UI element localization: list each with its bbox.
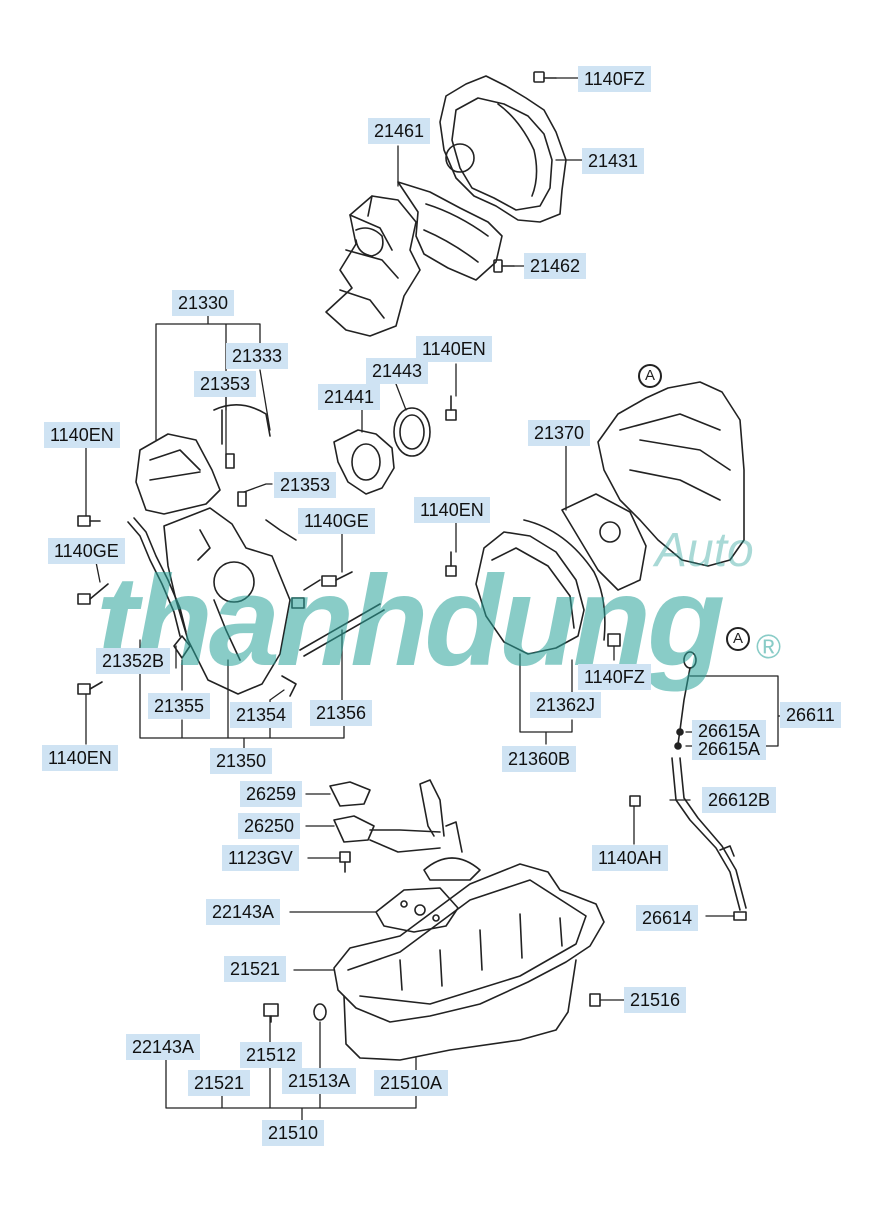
gasket-21513a [313, 1003, 327, 1021]
bolt-1140ah [629, 795, 641, 807]
part-label-21441: 21441 [318, 384, 381, 410]
part-label-1140en-lower: 1140EN [42, 745, 118, 771]
part-label-21353-upper: 21353 [194, 371, 257, 397]
part-label-21443: 21443 [366, 358, 429, 384]
part-label-26612b: 26612B [702, 787, 777, 813]
part-label-21355: 21355 [148, 693, 211, 719]
part-label-22143a-baffle: 22143A [206, 899, 281, 925]
part-label-21510: 21510 [262, 1120, 325, 1146]
part-label-1140fz-right: 1140FZ [578, 664, 651, 690]
part-label-1140ah: 1140AH [592, 845, 668, 871]
part-label-26614: 26614 [636, 905, 699, 931]
watermark-registered-mark: ® [756, 628, 782, 666]
part-label-21431: 21431 [582, 148, 645, 174]
part-label-21370: 21370 [528, 420, 591, 446]
part-label-1140ge-mid: 1140GE [298, 508, 375, 534]
oil-strainer [329, 779, 481, 881]
ref-marker-a-dipstick: A [726, 627, 750, 651]
part-label-21350: 21350 [210, 748, 273, 774]
part-label-21521-group: 21521 [188, 1070, 251, 1096]
bolt-1140en-right [445, 551, 457, 577]
grommet-21355 [173, 635, 191, 659]
part-label-26250: 26250 [238, 813, 301, 839]
part-label-21461: 21461 [368, 118, 431, 144]
timing-cover-right [475, 493, 647, 655]
drain-plug-21512 [263, 1003, 279, 1023]
part-label-26615a-upper: 26615A [692, 720, 767, 742]
grommet-21353-a [225, 453, 235, 469]
bracket-1140ge [265, 519, 297, 541]
part-label-21352b: 21352B [96, 648, 171, 674]
oil-baffle [375, 887, 459, 933]
part-label-21513a: 21513A [282, 1068, 357, 1094]
engine-block-top [325, 195, 421, 337]
grommet-21353-b [237, 491, 247, 507]
rear-cover-plate [439, 75, 567, 223]
part-label-1123gv: 1123GV [222, 845, 299, 871]
part-label-1140fz-top: 1140FZ [578, 66, 651, 92]
timing-belt-cover-lower [163, 507, 291, 695]
part-label-26611: 26611 [780, 702, 841, 728]
bolt-1140ge-mid [291, 571, 353, 609]
part-label-21516: 21516 [624, 987, 687, 1013]
oil-seal-housing [333, 429, 395, 495]
part-label-1140ge-left: 1140GE [48, 538, 125, 564]
cover-gasket-strip [127, 517, 187, 637]
gasket-21333 [213, 404, 271, 445]
bolt-21462 [493, 259, 515, 273]
part-label-21354: 21354 [230, 702, 293, 728]
part-label-21512: 21512 [240, 1042, 303, 1068]
part-label-21353-lower: 21353 [274, 472, 337, 498]
bolt-21516 [589, 993, 601, 1007]
part-label-1140en-seal: 1140EN [416, 336, 492, 362]
part-label-26259: 26259 [240, 781, 303, 807]
bolt-1140en-seal [445, 395, 457, 421]
bolt-1140fz-top [533, 71, 557, 83]
part-label-21362j: 21362J [530, 692, 602, 718]
part-label-21330: 21330 [172, 290, 235, 316]
part-label-21333: 21333 [226, 343, 289, 369]
bolt-1140ge-left [77, 583, 109, 605]
watermark-sub-text: Auto [655, 524, 754, 577]
ref-marker-a-top: A [638, 364, 662, 388]
clip-21354 [281, 675, 297, 697]
timing-belt-cover-upper [135, 433, 221, 515]
rod-21356 [299, 603, 385, 657]
part-label-21510a: 21510A [374, 1070, 449, 1096]
bolt-1140en-left [77, 515, 101, 527]
dipstick-assembly [671, 651, 747, 921]
oil-seal-ring [393, 407, 431, 457]
bolt-1123gv [339, 851, 351, 873]
part-label-26615a-lower: 26615A [692, 738, 767, 760]
bolt-1140en-lower [77, 681, 103, 695]
part-label-1140en-right: 1140EN [414, 497, 490, 523]
engine-block-right [597, 381, 745, 567]
part-label-1140en-left: 1140EN [44, 422, 120, 448]
oil-pan [333, 863, 605, 1061]
seal-case [397, 181, 503, 281]
part-label-21521-pan: 21521 [224, 956, 287, 982]
part-label-21356: 21356 [310, 700, 373, 726]
part-label-22143a-group: 22143A [126, 1034, 201, 1060]
part-label-21462: 21462 [524, 253, 587, 279]
part-label-21360b: 21360B [502, 746, 577, 772]
